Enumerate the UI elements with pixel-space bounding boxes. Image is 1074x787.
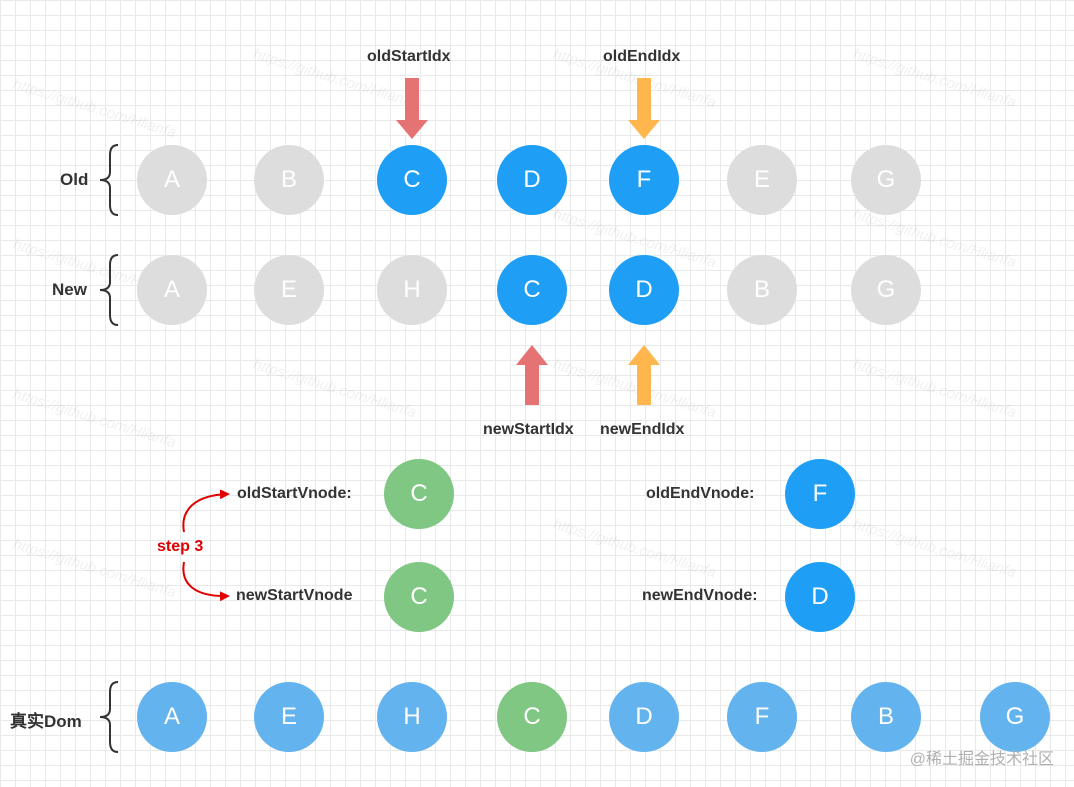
- dom-node: H: [377, 682, 447, 752]
- dom-node: A: [137, 682, 207, 752]
- row-label-old: Old: [60, 170, 89, 189]
- old-vnode-node: B: [254, 145, 324, 215]
- new-end-arrow: [628, 345, 660, 405]
- brace-dom: [99, 681, 119, 753]
- dom-node-label: B: [877, 703, 894, 730]
- step-arrow-up: [182, 489, 230, 533]
- new-end-idx-label: newEndIdx: [600, 421, 685, 438]
- new-vnode-node: C: [497, 255, 567, 325]
- old-end-idx-label: oldEndIdx: [603, 48, 681, 65]
- old-vnode-node: E: [727, 145, 797, 215]
- new-vnode-node: G: [851, 255, 921, 325]
- new-start-arrow: [516, 345, 548, 405]
- old-vnode-node: F: [609, 145, 679, 215]
- new-vnode-node: E: [254, 255, 324, 325]
- new-vnode-node: H: [377, 255, 447, 325]
- dom-node-label: C: [523, 703, 541, 730]
- dom-node-label: H: [403, 703, 421, 730]
- old-start-idx-label: oldStartIdx: [367, 48, 451, 65]
- old-start-vnode: C: [384, 459, 454, 529]
- old-vnode-node: C: [377, 145, 447, 215]
- dom-node-label: G: [1005, 703, 1025, 730]
- old-end-vnode-label: oldEndVnode:: [646, 485, 755, 502]
- dom-node-label: A: [163, 703, 180, 730]
- new-vnode-node-label: G: [876, 276, 896, 303]
- old-start-vnode-label: oldStartVnode:: [237, 485, 352, 502]
- new-start-vnode-value: C: [410, 583, 428, 610]
- new-start-vnode: C: [384, 562, 454, 632]
- new-start-idx-label: newStartIdx: [483, 421, 574, 438]
- step-arrow-down: [182, 561, 230, 602]
- dom-node: E: [254, 682, 324, 752]
- new-start-vnode-label: newStartVnode: [236, 587, 353, 604]
- row-label-dom: 真实Dom: [10, 712, 82, 731]
- old-vnode-node-label: C: [403, 166, 421, 193]
- brace-old: [99, 144, 119, 216]
- dom-node: F: [727, 682, 797, 752]
- old-vnode-node-label: E: [753, 166, 770, 193]
- new-vnode-node-label: E: [280, 276, 297, 303]
- dom-node: B: [851, 682, 921, 752]
- old-start-vnode-value: C: [410, 480, 428, 507]
- brace-new: [99, 254, 119, 326]
- new-vnode-node-label: A: [163, 276, 180, 303]
- step-label: step 3: [157, 538, 204, 555]
- new-end-vnode-value: D: [811, 583, 829, 610]
- dom-node-label: E: [280, 703, 297, 730]
- dom-node-label: D: [635, 703, 653, 730]
- old-vnode-node: G: [851, 145, 921, 215]
- new-vnode-node-label: B: [753, 276, 770, 303]
- dom-node: D: [609, 682, 679, 752]
- new-vnode-node: D: [609, 255, 679, 325]
- new-vnode-node: A: [137, 255, 207, 325]
- footer-watermark: @稀土掘金技术社区: [909, 751, 1054, 768]
- dom-node: C: [497, 682, 567, 752]
- new-vnode-node-label: C: [523, 276, 541, 303]
- old-end-arrow: [628, 78, 660, 139]
- old-end-vnode-value: F: [812, 480, 828, 507]
- row-label-new: New: [52, 280, 87, 299]
- new-end-vnode-label: newEndVnode:: [642, 587, 758, 604]
- old-vnode-node-label: G: [876, 166, 896, 193]
- new-vnode-node: B: [727, 255, 797, 325]
- dom-node: G: [980, 682, 1050, 752]
- new-vnode-node-label: D: [635, 276, 653, 303]
- old-start-arrow: [396, 78, 428, 139]
- old-vnode-node: A: [137, 145, 207, 215]
- new-end-vnode: D: [785, 562, 855, 632]
- old-vnode-node-label: F: [636, 166, 652, 193]
- old-end-vnode: F: [785, 459, 855, 529]
- old-vnode-node-label: A: [163, 166, 180, 193]
- new-vnode-node-label: H: [403, 276, 421, 303]
- old-vnode-node: D: [497, 145, 567, 215]
- old-vnode-node-label: D: [523, 166, 541, 193]
- dom-node-label: F: [754, 703, 770, 730]
- old-vnode-node-label: B: [280, 166, 297, 193]
